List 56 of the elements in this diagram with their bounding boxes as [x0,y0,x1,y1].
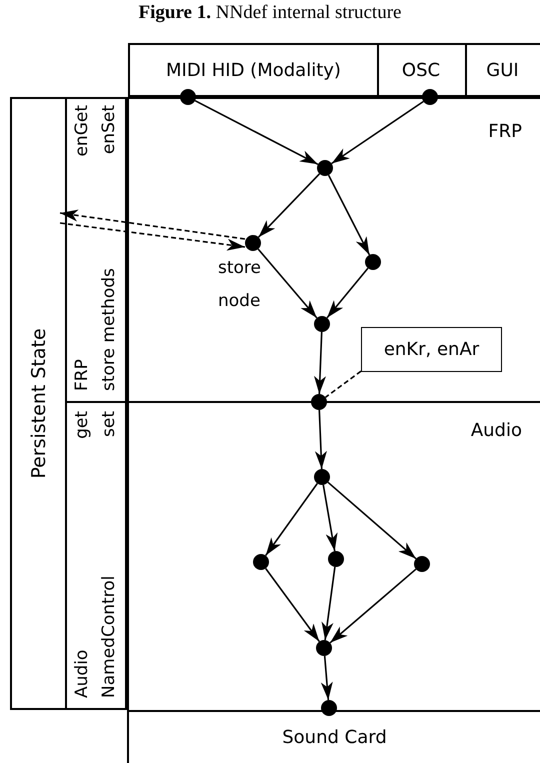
region-label: Audio [470,420,522,441]
arrow [322,566,336,640]
graph-node [314,469,330,485]
arrow [194,100,318,166]
graph-node [180,89,196,105]
method-label: FRP [71,359,93,391]
arrow [328,174,370,256]
arrow [327,482,417,560]
callout-text: enKr, enAr [384,339,480,360]
figure-title: Figure 1. NNdef internal structure [138,2,402,24]
arrow [265,483,318,556]
method-label: get [71,411,93,439]
state-panel [10,97,127,710]
graph-node [311,394,327,410]
method-label: enGet [71,105,93,157]
leader-line [325,370,362,398]
graph-node [414,556,430,572]
dashed-arrow [60,222,246,251]
node-caption: store node [218,257,262,313]
method-label: store methods [98,268,120,391]
arrow [326,268,369,318]
input-source-box [128,43,379,97]
graph-node [245,235,261,251]
arrow [331,100,424,164]
graph-node [422,89,438,105]
arrow [320,656,333,700]
layer-region [127,97,540,403]
method-label: set [98,411,120,437]
graph-node [328,551,344,567]
graph-node [253,554,269,570]
panel-label: Persistent State [28,328,50,479]
arrow [330,568,416,644]
region-label: FRP [488,121,522,142]
region-label: Sound Card [282,727,387,748]
output-region [127,710,540,763]
graph-node [316,640,332,656]
callout-box [361,327,502,372]
arrow [322,484,338,552]
graph-node [314,316,330,332]
source-label: OSC [402,60,440,80]
method-label: enSet [98,105,120,154]
arrow [314,332,326,394]
arrow [258,173,320,238]
dashed-arrow [60,210,246,240]
arrow [258,248,318,318]
graph-node [365,254,381,270]
graph-node [317,160,333,176]
source-label: GUI [486,60,519,80]
graph-node [321,700,337,716]
method-label: NamedControl [98,576,120,698]
arrow [314,410,327,470]
method-cell [65,97,127,403]
method-label: Audio [71,650,93,698]
source-label: MIDI HID (Modality) [166,60,341,80]
arrow [265,568,320,642]
input-source-box [465,43,540,97]
